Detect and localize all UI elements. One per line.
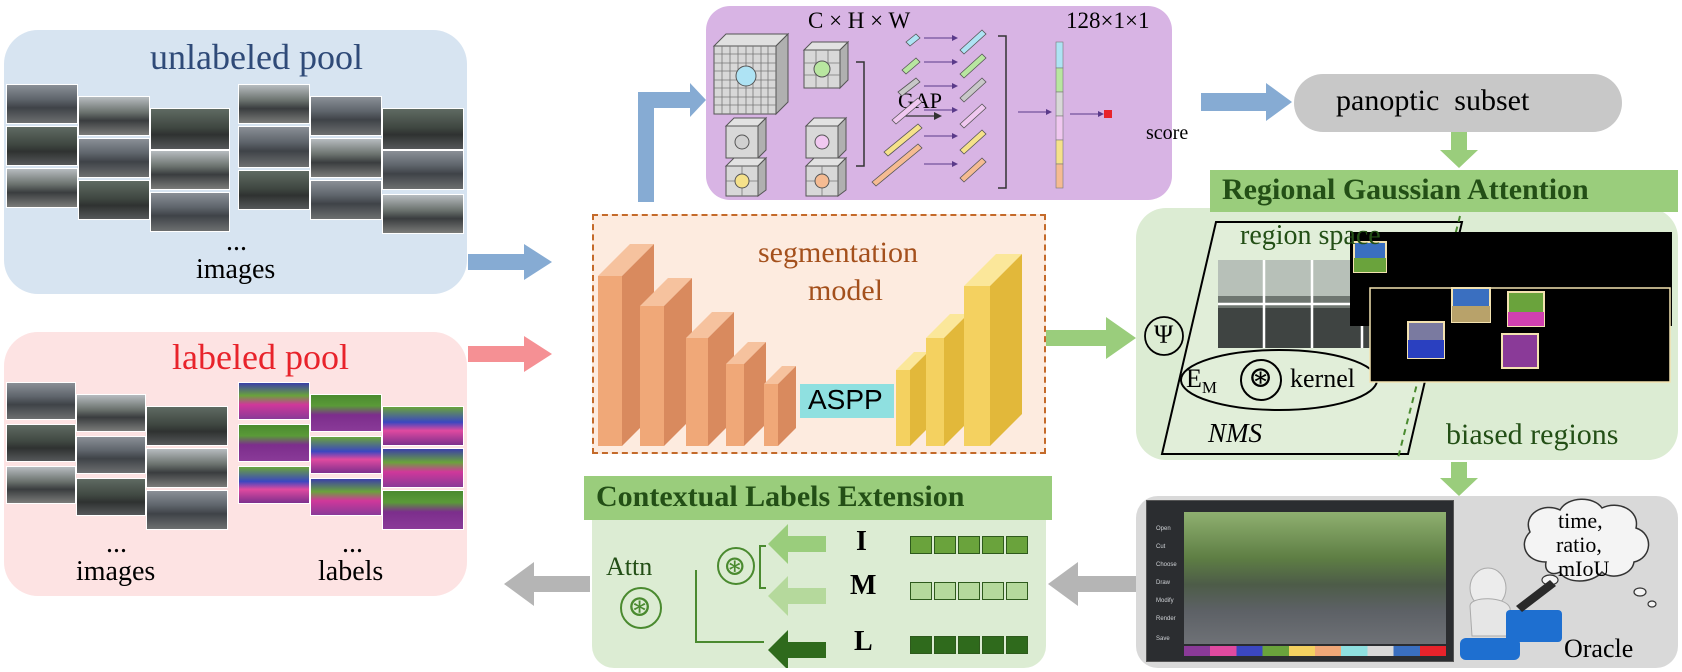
oracle-person-icon — [1460, 567, 1562, 660]
panoptic-subset-pill — [1294, 74, 1622, 132]
psi-circle — [1144, 316, 1184, 356]
cube-pink — [804, 116, 848, 160]
attn-conv-circle — [620, 587, 662, 629]
aspp-label: ASPP — [808, 384, 883, 415]
feature-grid-cube — [712, 32, 790, 116]
rga-header — [1210, 170, 1678, 212]
aspp-block — [800, 384, 894, 418]
arrow-subset-to-rga — [1440, 132, 1478, 168]
arrow-oracle-to-cle — [1048, 562, 1136, 606]
arrow-cle-to-labeled — [504, 562, 590, 606]
unlabeled-ellipsis: ... — [226, 226, 247, 257]
tool-btn-choose[interactable]: Choose — [1156, 562, 1177, 568]
labeled-labels-caption: labels — [318, 556, 384, 587]
biased-regions-label: biased regions — [1446, 418, 1619, 451]
arrow-model-to-rga — [1046, 317, 1136, 359]
region-space-label: region space — [1240, 220, 1381, 251]
cle-header — [584, 476, 1052, 520]
cle-title: Contextual Labels Extension — [596, 480, 965, 513]
cube-bracket — [856, 61, 865, 167]
rga-graphics — [1144, 215, 1672, 459]
feature-dims-label: C × H × W — [808, 8, 911, 33]
tool-btn-save[interactable]: Save — [1156, 636, 1170, 642]
thought-line-3: mIoU — [1558, 556, 1610, 581]
thought-line-2: ratio, — [1556, 532, 1602, 557]
score-marker — [1104, 110, 1112, 118]
attn-label: Attn — [606, 552, 653, 581]
scoring-graphics — [712, 29, 1112, 197]
concat-vector — [1055, 41, 1064, 189]
vector-bracket — [998, 35, 1007, 189]
em-sub: M — [1201, 378, 1218, 398]
arrow-rga-to-oracle — [1440, 462, 1478, 496]
row-label-m: M — [850, 570, 877, 601]
row-label-i: I — [856, 526, 867, 557]
oracle-graphics — [1460, 498, 1657, 660]
thought-cloud — [1523, 498, 1650, 582]
segmentation-label-line1: segmentation — [758, 236, 918, 269]
thought-line-1: time, — [1558, 508, 1603, 533]
arrow-row-l — [768, 630, 826, 668]
arrow-row-m — [768, 576, 826, 616]
encoder-decoder-graphic — [598, 244, 1022, 446]
cube-yellow — [724, 156, 768, 197]
kernel-label: kernel — [1290, 364, 1355, 393]
tool-street-image — [1184, 512, 1446, 644]
attn-conv-symbol: ⊛ — [627, 590, 653, 623]
panoptic-subset-label: panoptic subset — [1336, 84, 1530, 117]
encoder-blocks — [598, 244, 796, 446]
unlabeled-pool-title: unlabeled pool — [150, 37, 363, 77]
tool-btn-open[interactable]: Open — [1156, 526, 1171, 532]
im-conv-symbol: ⊛ — [723, 551, 747, 582]
gap-vectors-left — [871, 33, 923, 187]
labeled-images-caption: images — [76, 556, 156, 587]
segmentation-label-line2: model — [808, 274, 883, 307]
tool-btn-render[interactable]: Render — [1156, 616, 1176, 622]
decoder-blocks — [896, 254, 1022, 446]
em-label: EM — [1186, 364, 1217, 398]
em-conv-circle — [1240, 359, 1282, 401]
im-conv-circle — [717, 547, 755, 585]
cle-graphics — [620, 524, 826, 668]
labeled-images-ellipsis: ... — [106, 528, 127, 559]
score-label: score — [1146, 122, 1189, 144]
arrow-model-to-scoring — [638, 83, 706, 202]
tool-btn-draw[interactable]: Draw — [1156, 580, 1171, 586]
oracle-label: Oracle — [1564, 634, 1634, 663]
nms-label: NMS — [1208, 418, 1262, 448]
cube-green — [802, 40, 850, 90]
labeled-labels-ellipsis: ... — [342, 528, 363, 559]
biased-regions-maps — [1350, 232, 1672, 383]
arrow-unlabeled-to-model — [468, 244, 552, 280]
em-conv-symbol: ⊛ — [1248, 361, 1274, 394]
gap-vectors-right — [959, 29, 987, 183]
em-base: E — [1186, 364, 1202, 393]
tool-btn-modify[interactable]: Modify — [1156, 598, 1174, 604]
psi-symbol: Ψ — [1154, 320, 1174, 349]
vector-dims-label: 128×1×1 — [1066, 8, 1150, 33]
unlabeled-images-caption: images — [196, 254, 276, 285]
cube-orange — [804, 156, 848, 197]
tool-class-palette — [1184, 646, 1446, 656]
row-label-l: L — [854, 626, 873, 657]
labeled-pool-title: labeled pool — [172, 337, 349, 377]
arrow-row-i — [768, 524, 826, 564]
arrow-scoring-to-subset — [1201, 83, 1292, 121]
arrow-labeled-to-model — [468, 336, 552, 372]
tool-btn-cut[interactable]: Cut — [1156, 544, 1166, 550]
cube-grey-a — [724, 116, 768, 160]
rga-title: Regional Gaussian Attention — [1222, 173, 1589, 206]
